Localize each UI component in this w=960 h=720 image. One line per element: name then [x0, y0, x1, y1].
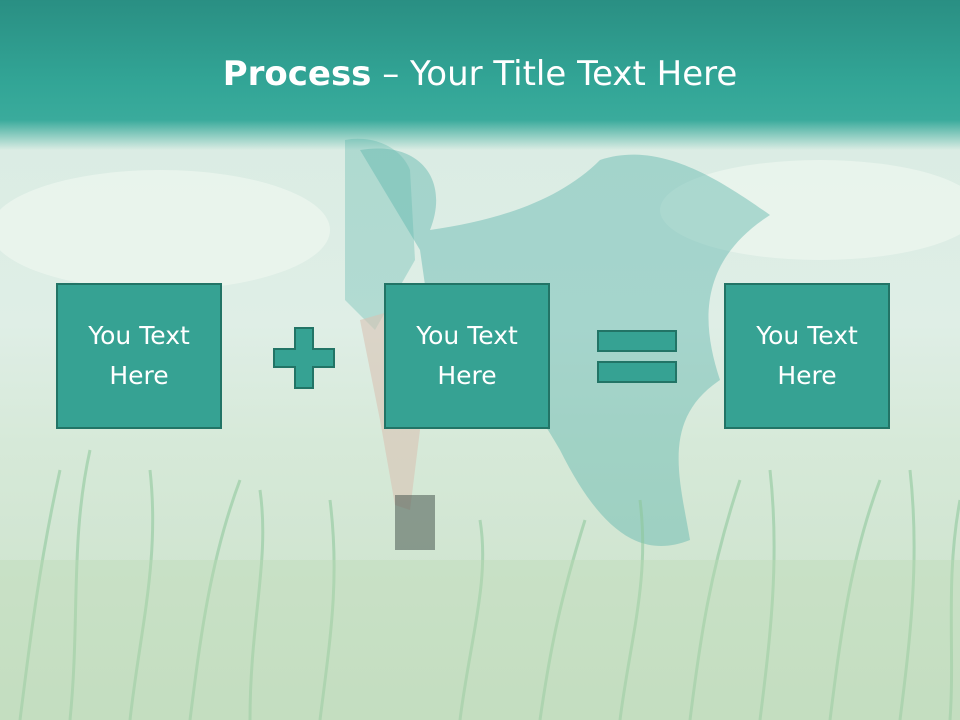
process-box-2[interactable]: You Text Here	[384, 283, 550, 429]
title-rest-part: – Your Title Text Here	[371, 54, 738, 94]
process-box-1[interactable]: You Text Here	[56, 283, 222, 429]
process-box-2-text: You Text Here	[416, 321, 518, 390]
title-bar	[0, 0, 960, 150]
process-box-1-text: You Text Here	[88, 321, 190, 390]
title-bold-part: Process	[222, 54, 372, 94]
process-box-3-text: You Text Here	[756, 321, 858, 390]
process-box-3[interactable]: You Text Here	[724, 283, 890, 429]
slide-title: Process – Your Title Text Here	[0, 52, 960, 96]
equals-icon	[597, 330, 677, 383]
plus-icon	[273, 327, 335, 389]
